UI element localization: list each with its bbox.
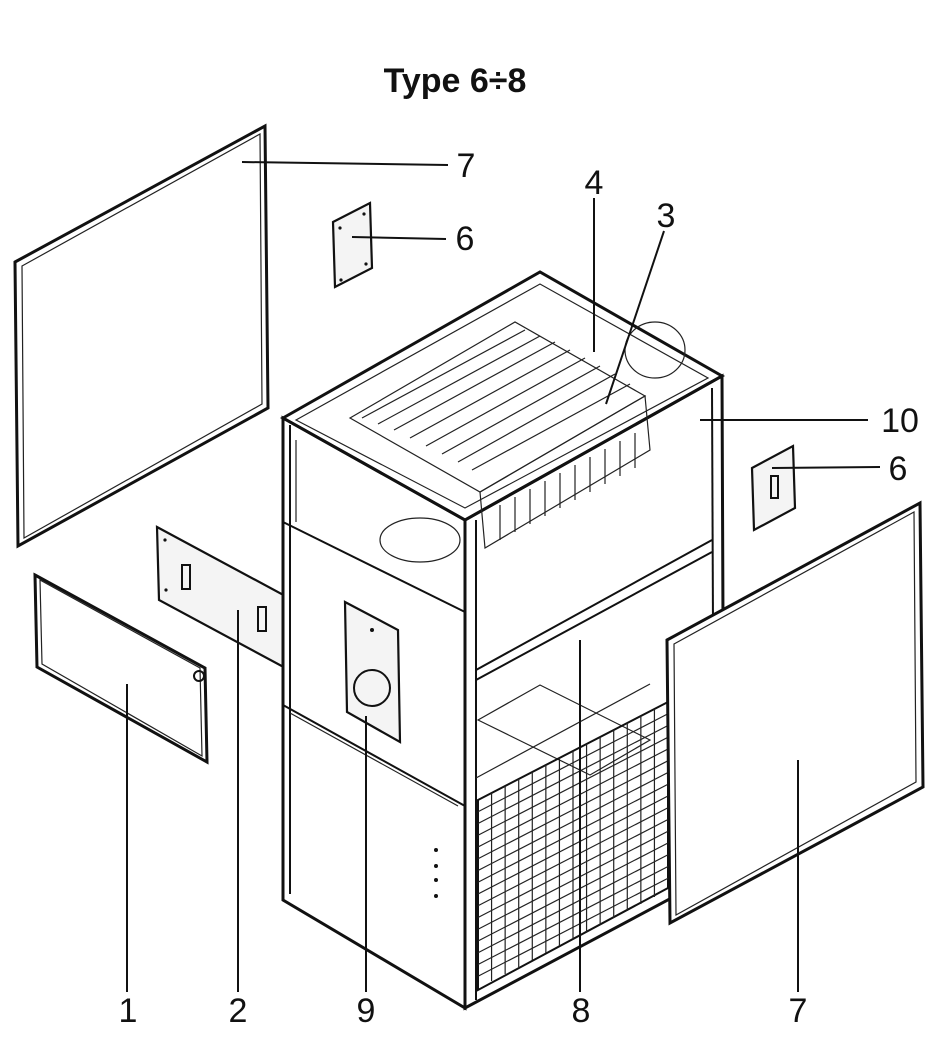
callout-1: 1: [119, 992, 138, 1030]
callout-8: 8: [572, 992, 591, 1030]
cover-plate-6-right: [750, 444, 797, 532]
cover-plate-6-top: [331, 201, 374, 289]
callout-10: 10: [881, 402, 919, 440]
side-panel-7-right: [665, 500, 925, 926]
callout-2: 2: [229, 992, 248, 1030]
side-panel-7-left: [13, 123, 270, 549]
callout-7-bottom: 7: [789, 992, 808, 1030]
cabinet-body: [279, 270, 726, 1011]
front-panel-1: [33, 572, 209, 765]
leader-lines: [126, 161, 881, 992]
drawing-title: Type 6÷8: [384, 62, 527, 100]
callout-9: 9: [357, 992, 376, 1030]
callout-6-top: 6: [456, 220, 475, 258]
callout-4: 4: [585, 164, 604, 202]
air-grille: [477, 700, 669, 992]
callout-7-top: 7: [457, 147, 476, 185]
callout-3: 3: [657, 197, 676, 235]
callout-6-right: 6: [889, 450, 908, 488]
